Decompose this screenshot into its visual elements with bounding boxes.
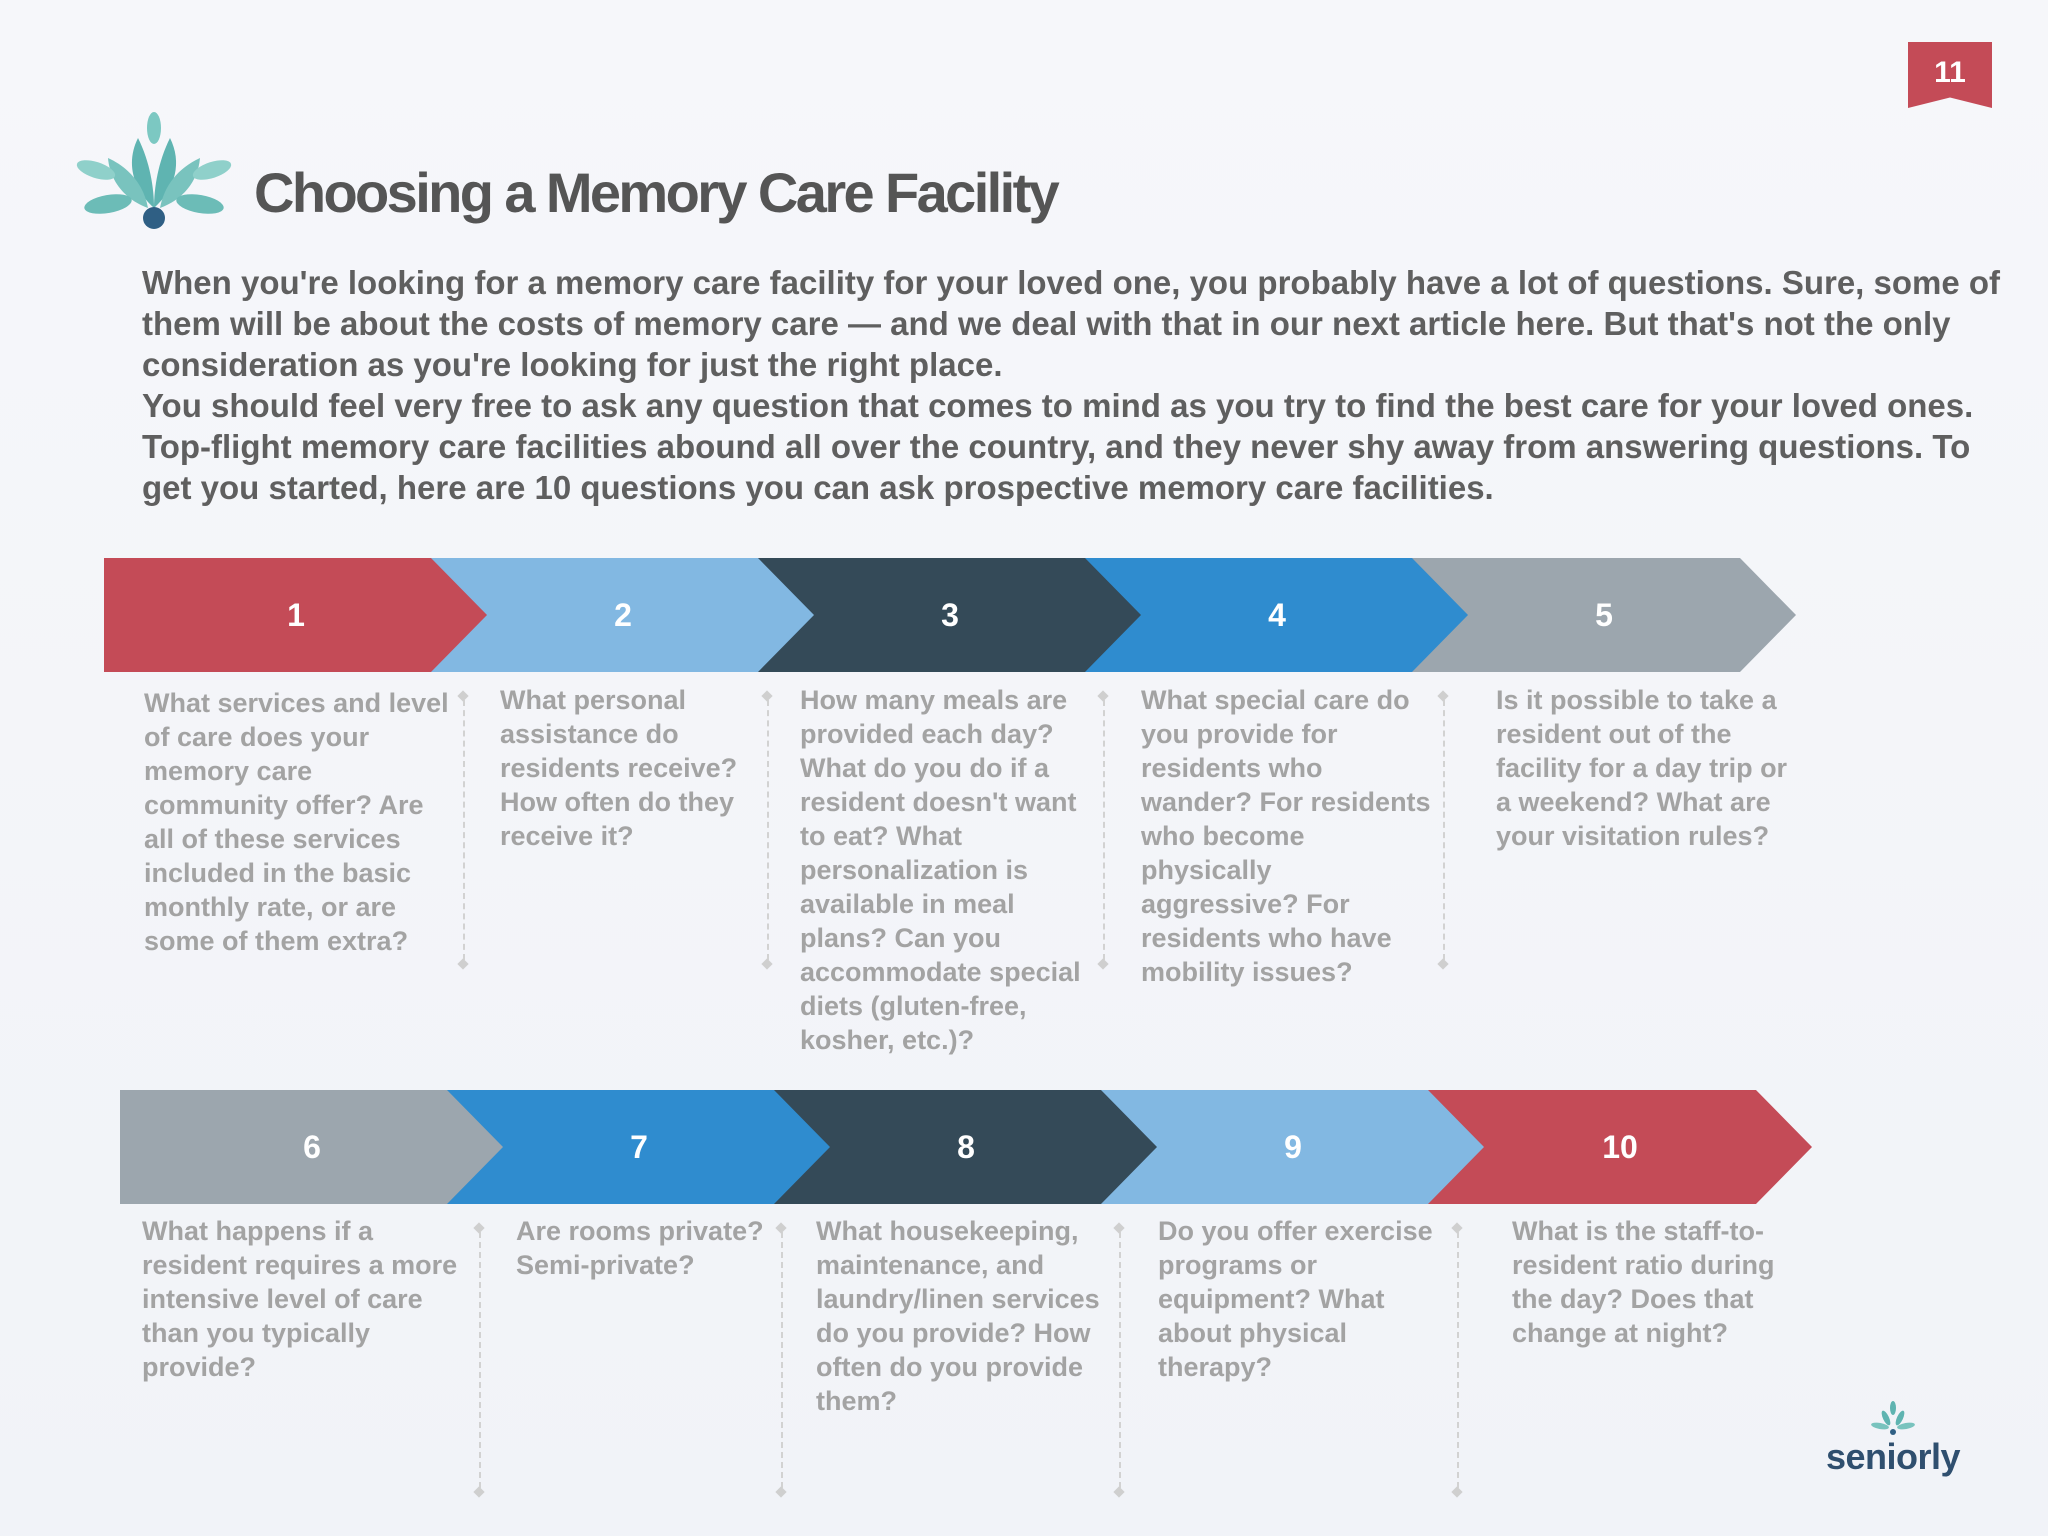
step-number: 9	[1284, 1128, 1302, 1165]
step-arrow-6: 6	[120, 1090, 504, 1204]
step-arrow-7: 7	[447, 1090, 831, 1204]
question-1: What services and level of care does you…	[144, 688, 449, 956]
question-10: What is the staff-to-resident ratio duri…	[1512, 1216, 1775, 1348]
page-title: Choosing a Memory Care Facility	[254, 161, 1060, 224]
step-arrow-4: 4	[1085, 558, 1469, 672]
brand-name: seniorly	[1825, 1436, 1961, 1477]
step-arrow-3: 3	[758, 558, 1142, 672]
question-4: What special care do you provide for res…	[1141, 685, 1431, 987]
question-8: What housekeeping, maintenance, and laun…	[816, 1216, 1100, 1416]
question-6: What happens if a resident requires a mo…	[142, 1216, 458, 1382]
intro-paragraph: You should feel very free to ask any que…	[142, 387, 1974, 506]
step-arrow-5: 5	[1412, 558, 1796, 672]
step-number: 10	[1602, 1128, 1638, 1165]
step-number: 2	[614, 596, 632, 633]
step-arrow-10: 10	[1428, 1090, 1812, 1204]
question-3: How many meals are provided each day? Wh…	[800, 685, 1081, 1055]
dashed-divider	[1113, 1222, 1126, 1498]
dashed-divider	[1437, 690, 1450, 970]
step-arrow-1: 1	[104, 558, 488, 672]
step-arrow-2: 2	[431, 558, 815, 672]
step-number: 1	[287, 596, 305, 633]
step-arrow-9: 9	[1101, 1090, 1485, 1204]
page-number-badge: 11	[1908, 42, 1992, 108]
step-number: 6	[303, 1128, 321, 1165]
dashed-divider	[775, 1222, 788, 1498]
dashed-divider	[457, 690, 470, 970]
seniorly-flower-icon	[1871, 1401, 1915, 1435]
step-number: 7	[630, 1128, 648, 1165]
lotus-flower-icon	[76, 112, 232, 229]
dashed-divider	[1451, 1222, 1464, 1498]
dashed-divider	[473, 1222, 486, 1498]
step-arrow-8: 8	[774, 1090, 1158, 1204]
steps-row-1: 1 2 3 4 5	[104, 558, 1824, 672]
question-9: Do you offer exercise programs or equipm…	[1158, 1216, 1433, 1382]
steps-row-2: 6 7 8 9 10	[120, 1090, 1840, 1204]
seniorly-logo: seniorly	[1818, 1400, 1968, 1480]
dashed-divider	[1097, 690, 1110, 970]
intro-paragraph: When you're looking for a memory care fa…	[142, 264, 2001, 383]
step-number: 5	[1595, 596, 1613, 633]
question-2: What personal assistance do residents re…	[500, 685, 738, 851]
intro-text: When you're looking for a memory care fa…	[142, 262, 2002, 508]
step-number: 8	[957, 1128, 975, 1165]
step-number: 3	[941, 596, 959, 633]
question-7: Are rooms private? Semi-private?	[516, 1216, 764, 1280]
question-5: Is it possible to take a resident out of…	[1496, 685, 1788, 851]
dashed-divider	[761, 690, 774, 970]
step-number: 4	[1268, 596, 1286, 633]
